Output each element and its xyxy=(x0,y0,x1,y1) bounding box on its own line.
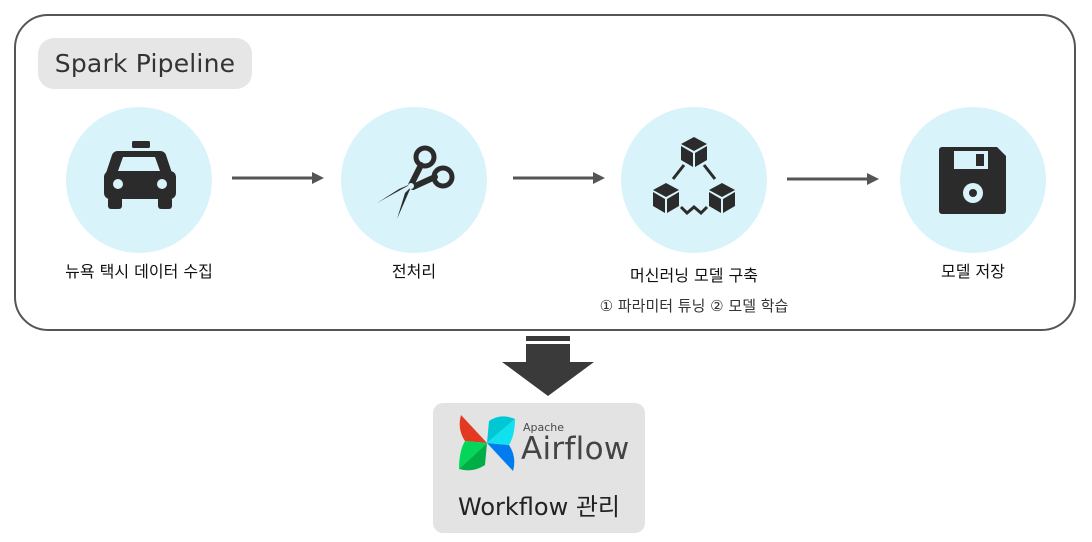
cubes-icon xyxy=(653,137,735,216)
floppy-disk-icon xyxy=(939,147,1006,214)
step-circle-preprocess xyxy=(341,107,487,253)
taxi-icon xyxy=(104,141,176,209)
step-label-preprocess: 전처리 xyxy=(391,262,437,281)
airflow-brand-name: Airflow xyxy=(521,431,630,467)
step-circle-model-build xyxy=(621,107,767,253)
step-label-model-build: 머신러닝 모델 구축 xyxy=(630,266,758,285)
airflow-panel: Apache Airflow Workflow 관리 xyxy=(433,403,645,533)
scissors-icon xyxy=(377,145,455,219)
flow-arrow-3 xyxy=(787,172,879,186)
step-sublabel-model-build: ① 파라미터 튜닝 ② 모델 학습 xyxy=(599,297,789,315)
airflow-pinwheel-icon xyxy=(455,411,519,475)
step-circle-model-save xyxy=(900,107,1046,253)
flow-arrow-1 xyxy=(232,171,324,185)
pipeline-container xyxy=(14,14,1076,331)
step-circle-collect xyxy=(66,107,212,253)
pipeline-title: Spark Pipeline xyxy=(38,38,252,89)
airflow-caption: Workflow 관리 xyxy=(458,493,620,521)
down-arrow xyxy=(500,336,596,396)
step-label-collect: 뉴욕 택시 데이터 수집 xyxy=(65,262,213,281)
flow-arrow-2 xyxy=(513,171,605,185)
step-label-model-save: 모델 저장 xyxy=(941,262,1005,281)
airflow-brand-small: Apache xyxy=(523,421,565,434)
